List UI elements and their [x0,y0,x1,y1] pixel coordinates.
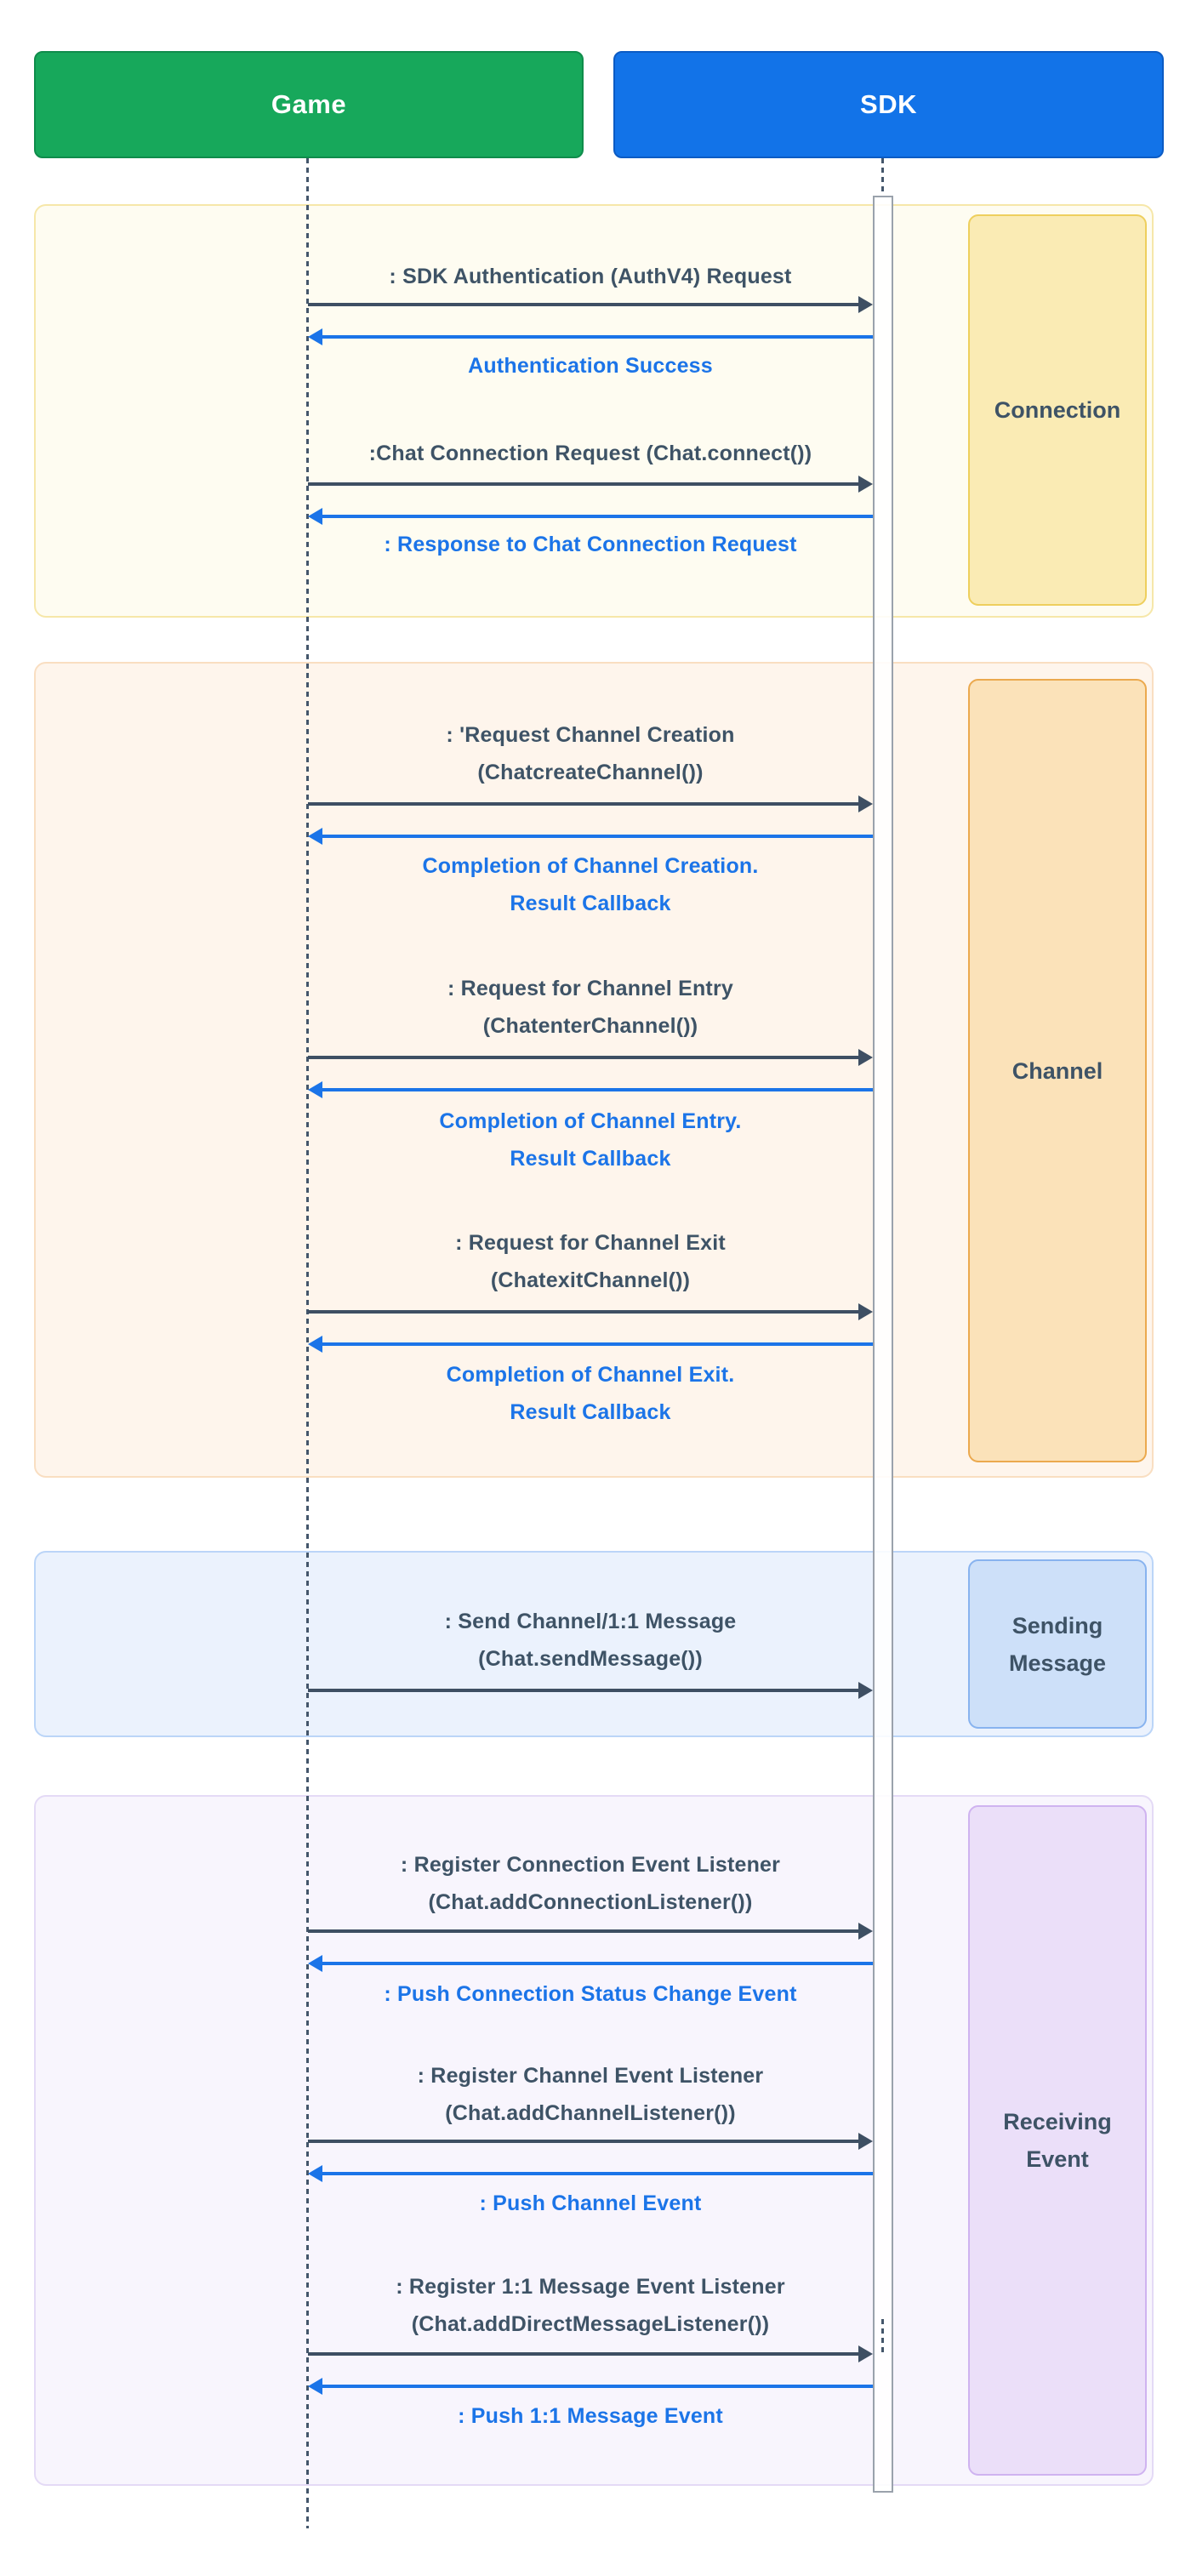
request-arrow [308,303,859,306]
response-arrow [322,1342,873,1346]
actor-game-label: Game [271,89,347,119]
sdk-lifeline-segment [881,2319,884,2356]
message-label: : Response to Chat Connection Request [384,533,797,556]
request-arrow [308,1929,859,1933]
request-arrow [308,2140,859,2143]
response-arrow [322,2172,873,2175]
actor-sdk-label: SDK [860,89,917,119]
section-label-channel: Channel [968,679,1147,1462]
message-label: Completion of Channel Exit. Result Callb… [446,1363,735,1424]
section-connection [34,204,1154,618]
section-label-text: Channel [1011,1057,1103,1084]
message-label: : 'Request Channel Creation (ChatcreateC… [446,723,735,784]
request-arrow [308,802,859,806]
message-label: : Push Connection Status Change Event [384,1982,797,2006]
message-label: Completion of Channel Creation. Result C… [422,854,759,915]
request-arrow [308,2352,859,2356]
message-label: Authentication Success [468,354,713,378]
section-label-connection: Connection [968,214,1147,606]
request-arrow [308,482,859,486]
request-arrow [308,1689,859,1692]
section-label-text: Connection [994,397,1121,423]
section-label-text: Receiving Event [1003,2109,1112,2172]
section-sending-message [34,1551,1154,1737]
response-arrow [322,1088,873,1091]
message-label: : Register Channel Event Listener (Chat.… [417,2064,764,2125]
actor-sdk: SDK [613,51,1164,158]
actor-game: Game [34,51,584,158]
message-label: : Register 1:1 Message Event Listener (C… [396,2275,785,2336]
section-label-sending-message: Sending Message [968,1559,1147,1729]
section-label-receiving-event: Receiving Event [968,1805,1147,2476]
sdk-activation-bar [873,196,893,2493]
message-label: : Push 1:1 Message Event [458,2404,723,2428]
message-label: : Request for Channel Exit (ChatexitChan… [455,1231,726,1292]
message-label: : Request for Channel Entry (ChatenterCh… [447,977,733,1038]
message-label: : Register Connection Event Listener (Ch… [400,1853,781,1914]
message-label: :Chat Connection Request (Chat.connect()… [368,442,812,465]
response-arrow [322,515,873,518]
message-label: : Send Channel/1:1 Message (Chat.sendMes… [444,1610,737,1671]
response-arrow [322,335,873,339]
response-arrow [322,1962,873,1965]
sdk-lifeline [881,158,884,197]
response-arrow [322,2385,873,2388]
message-label: Completion of Channel Entry. Result Call… [439,1109,742,1171]
message-label: : SDK Authentication (AuthV4) Request [389,265,792,288]
message-label: : Push Channel Event [479,2191,702,2215]
request-arrow [308,1310,859,1314]
request-arrow [308,1056,859,1059]
response-arrow [322,835,873,838]
section-label-text: Sending Message [1008,1612,1107,1676]
